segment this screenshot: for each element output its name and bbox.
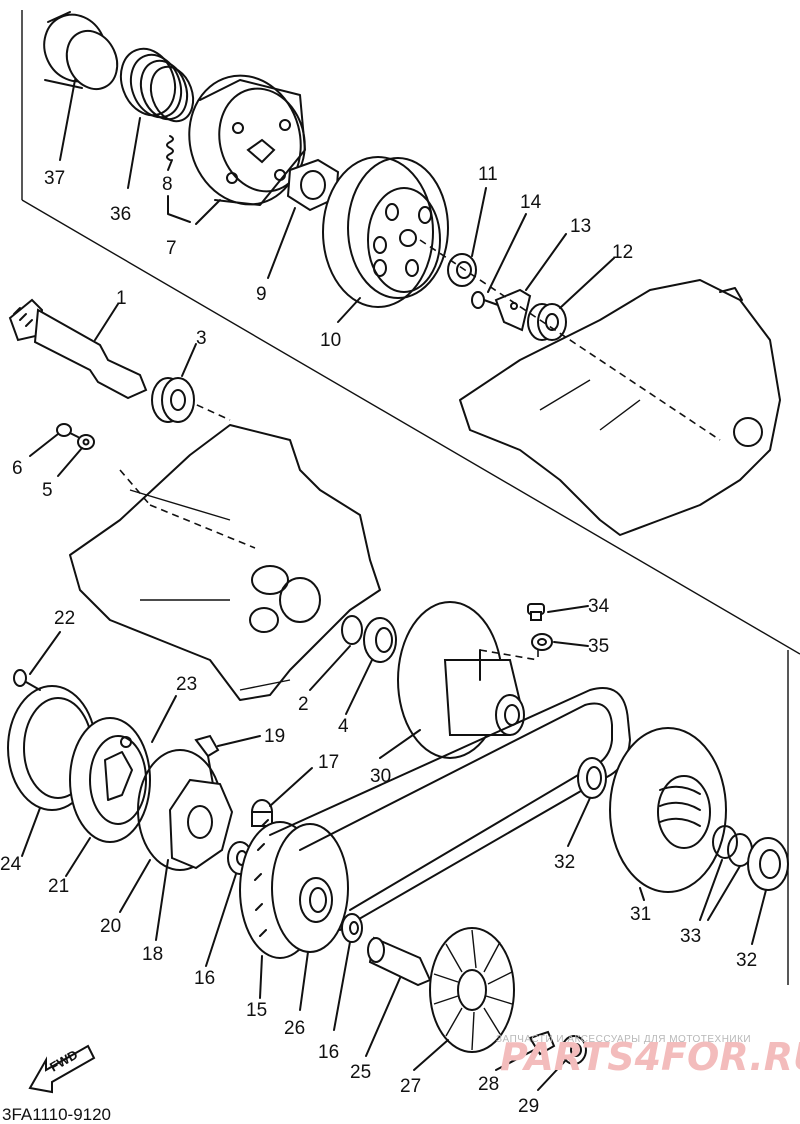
part-nut-9 bbox=[286, 158, 340, 212]
callout-10: 10 bbox=[320, 330, 341, 351]
part-bearing-12 bbox=[527, 303, 567, 341]
drawing-code: 3FA1110-9120 bbox=[2, 1105, 111, 1124]
callout-32-lower: 32 bbox=[736, 950, 757, 971]
part-bearing-3 bbox=[151, 377, 195, 423]
callout-20: 20 bbox=[100, 916, 121, 937]
part-cam-plate-21 bbox=[69, 717, 151, 843]
fwd-arrow-icon: FWD bbox=[28, 1044, 96, 1094]
callout-16-left: 16 bbox=[194, 968, 215, 989]
callout-31: 31 bbox=[630, 904, 651, 925]
callout-18: 18 bbox=[142, 944, 163, 965]
callout-12: 12 bbox=[612, 242, 633, 263]
callout-7: 7 bbox=[166, 238, 177, 259]
callout-11: 11 bbox=[478, 164, 498, 185]
part-bolt-6 bbox=[56, 423, 79, 438]
part-spring-36 bbox=[119, 47, 195, 123]
callout-14: 14 bbox=[520, 192, 542, 213]
part-nut-11 bbox=[447, 253, 477, 287]
part-oil-seal-16-right bbox=[341, 913, 363, 943]
callout-5: 5 bbox=[42, 480, 53, 501]
part-seal-32-upper bbox=[577, 757, 607, 799]
part-weight-17 bbox=[251, 799, 273, 827]
callout-37: 37 bbox=[44, 168, 65, 189]
group-callout-labels: 37 36 8 7 9 10 11 14 13 12 1 3 6 5 22 23… bbox=[0, 164, 757, 1117]
callout-27: 27 bbox=[400, 1076, 421, 1097]
callout-32-upper: 32 bbox=[554, 852, 575, 873]
callout-4: 4 bbox=[338, 716, 349, 737]
callout-9: 9 bbox=[256, 284, 267, 305]
callout-1: 1 bbox=[116, 288, 127, 309]
callout-29: 29 bbox=[518, 1096, 539, 1117]
callout-21: 21 bbox=[48, 876, 69, 897]
callout-3: 3 bbox=[196, 328, 207, 349]
part-washer-28 bbox=[528, 1030, 556, 1056]
callout-8: 8 bbox=[162, 174, 173, 195]
callout-16-right: 16 bbox=[318, 1042, 339, 1063]
part-fixed-sheave-30 bbox=[397, 601, 525, 759]
group-dashed-leaders-upper bbox=[119, 239, 721, 549]
callout-22: 22 bbox=[54, 608, 75, 629]
part-collar-25 bbox=[367, 936, 432, 987]
callout-30: 30 bbox=[370, 766, 391, 787]
watermark-text: ЗАПЧАСТИ И АКСЕССУАРЫ ДЛЯ МОТОТЕХНИКИ bbox=[496, 1034, 751, 1045]
callout-35: 35 bbox=[588, 636, 609, 657]
part-collar-35 bbox=[531, 633, 553, 651]
callout-26: 26 bbox=[284, 1018, 305, 1039]
part-seal-32-lower bbox=[747, 837, 789, 891]
crankcase-cover-outline bbox=[459, 279, 781, 536]
part-oil-seal-4 bbox=[363, 617, 397, 663]
group-frame-lines bbox=[21, 10, 800, 985]
part-sleeve-37 bbox=[43, 11, 119, 91]
callout-6: 6 bbox=[12, 458, 23, 479]
part-nut-29 bbox=[561, 1035, 587, 1065]
watermark-brand: PARTS4FOR.RU bbox=[500, 1035, 800, 1079]
part-fan-27 bbox=[429, 927, 515, 1053]
callout-17: 17 bbox=[318, 752, 339, 773]
part-washer-5 bbox=[77, 434, 95, 450]
group-dashed-leaders-mid bbox=[479, 649, 539, 661]
callout-13: 13 bbox=[570, 216, 591, 237]
callout-23: 23 bbox=[176, 674, 197, 695]
part-small-spring-8 bbox=[166, 135, 174, 161]
part-clutch-carrier-7 bbox=[188, 74, 306, 206]
part-secondary-sheave-31 bbox=[609, 727, 727, 893]
callout-19: 19 bbox=[264, 726, 285, 747]
callout-36: 36 bbox=[110, 204, 131, 225]
part-bolt-22 bbox=[13, 669, 41, 691]
part-circlip-2 bbox=[341, 615, 363, 645]
callout-25: 25 bbox=[350, 1062, 371, 1083]
part-shaft-1 bbox=[8, 298, 148, 400]
part-slider-18 bbox=[168, 778, 234, 870]
part-bolt-14 bbox=[471, 291, 499, 309]
callout-33: 33 bbox=[680, 926, 701, 947]
part-sheave-26 bbox=[271, 823, 349, 953]
part-clutch-housing-10 bbox=[322, 156, 449, 308]
callout-28: 28 bbox=[478, 1074, 499, 1095]
part-pin-34 bbox=[527, 603, 545, 621]
watermark: ЗАПЧАСТИ И АКСЕССУАРЫ ДЛЯ МОТОТЕХНИКИ PA… bbox=[496, 1034, 800, 1079]
crankcase-outline bbox=[69, 424, 381, 701]
callout-24: 24 bbox=[0, 854, 22, 875]
group-leader-lines bbox=[21, 79, 767, 1091]
callout-2: 2 bbox=[298, 694, 309, 715]
callout-15: 15 bbox=[246, 1000, 267, 1021]
callout-34: 34 bbox=[588, 596, 610, 617]
